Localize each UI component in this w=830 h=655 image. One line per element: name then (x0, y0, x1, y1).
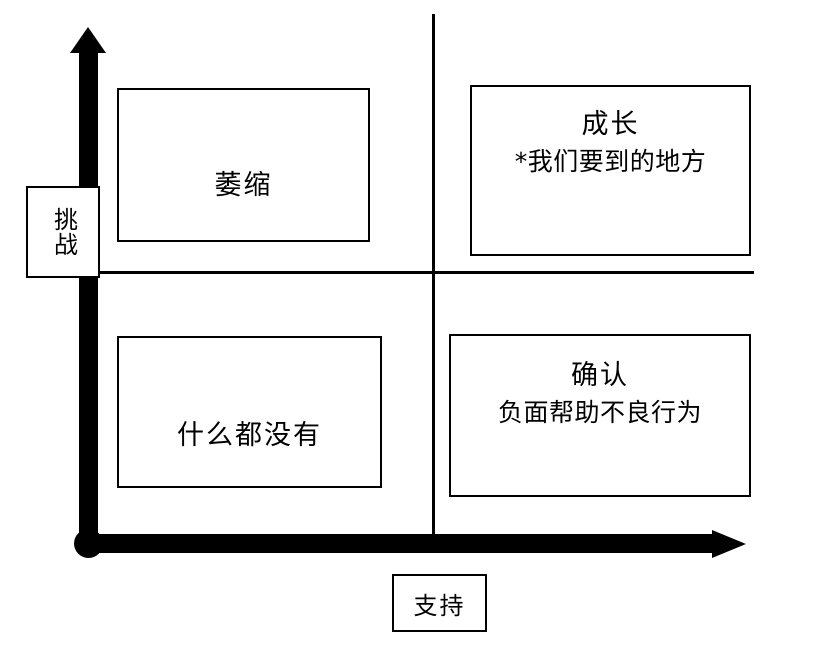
x-axis-arrowhead-icon (712, 530, 746, 558)
quadrant-divider-vertical (432, 14, 435, 535)
quadrant-box-top-left: 萎缩 (117, 88, 370, 242)
quadrant-box-bottom-right: 确认 负面帮助不良行为 (449, 334, 751, 497)
quadrant-top-left-title: 萎缩 (214, 169, 273, 201)
quadrant-box-top-right: 成长 *我们要到的地方 (470, 85, 751, 256)
x-axis-shaft (79, 534, 719, 553)
x-axis-label-box: 支持 (392, 574, 487, 632)
y-axis-arrowhead-icon (70, 27, 106, 53)
quadrant-bottom-right-title: 确认 (571, 360, 629, 391)
quadrant-divider-horizontal (75, 271, 754, 274)
quadrant-box-bottom-left: 什么都没有 (117, 336, 382, 488)
y-axis-shaft (79, 48, 98, 548)
x-axis-label-text: 支持 (413, 591, 466, 620)
y-axis-label-text: 挑战 (49, 207, 78, 257)
quadrant-bottom-right-subtitle: 负面帮助不良行为 (497, 398, 702, 428)
y-axis-label-box: 挑战 (26, 186, 100, 278)
quadrant-top-right-subtitle: *我们要到的地方 (514, 147, 707, 177)
quadrant-bottom-left-title: 什么都没有 (177, 419, 322, 451)
quadrant-top-right-title: 成长 (581, 109, 640, 140)
origin-dot-icon (74, 529, 103, 558)
